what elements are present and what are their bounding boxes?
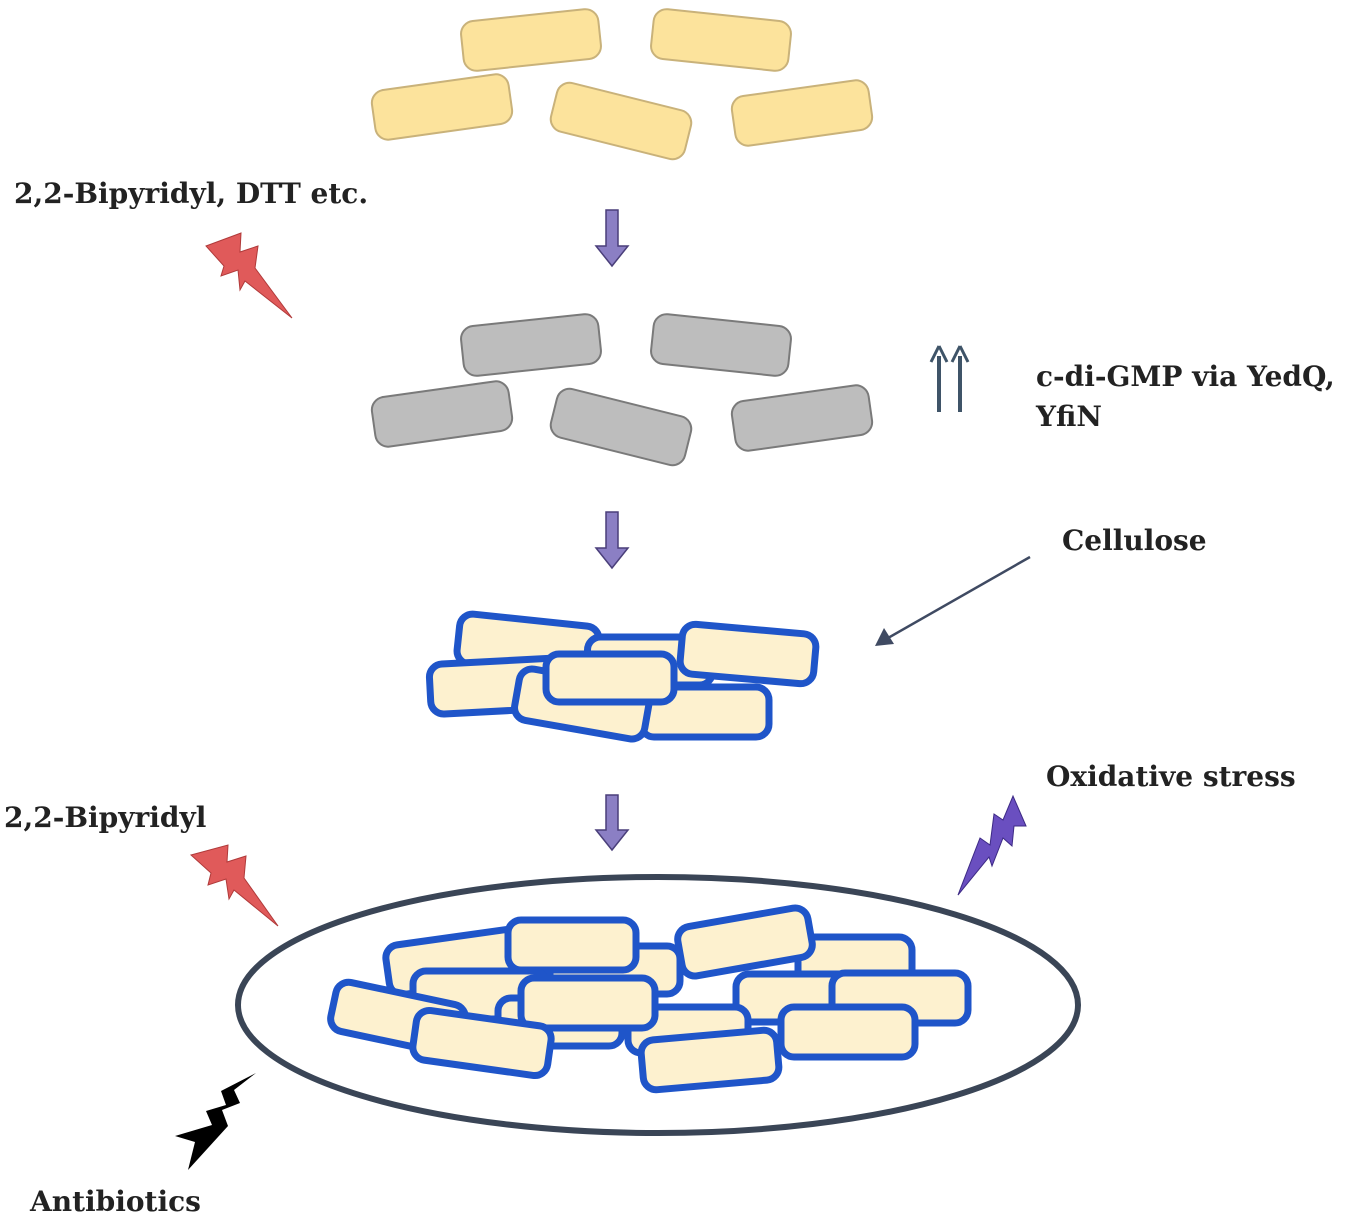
- flow-arrow-down: [594, 794, 630, 852]
- mature-biofilm-cells: [327, 904, 972, 1094]
- planktonic-cell: [370, 73, 514, 141]
- lightning-bolt-icon: [189, 844, 279, 927]
- biofilm-cell: [409, 1006, 555, 1080]
- planktonic-cell: [650, 8, 792, 72]
- planktonic-cell: [549, 81, 693, 161]
- planktonic-cells-group: [370, 8, 874, 161]
- planktonic-cell: [730, 79, 874, 147]
- stressed-cell: [460, 313, 602, 377]
- cellulose-coated-cell: [542, 650, 678, 706]
- stressed-cell: [650, 313, 792, 377]
- bipyridyl-label: 2,2-Bipyridyl: [4, 801, 206, 834]
- flow-arrow-down: [594, 209, 630, 268]
- biofilm-cell: [674, 904, 816, 980]
- cellulose-label: Cellulose: [1062, 524, 1207, 557]
- stressed-cells-group: [370, 313, 874, 467]
- lightning-bolt-icon: [957, 794, 1027, 896]
- stressed-cell: [370, 380, 514, 448]
- cdigmp-label-line2: YfiN: [1035, 400, 1102, 433]
- biofilm-cell: [637, 1026, 783, 1094]
- antibiotics-label: Antibiotics: [29, 1185, 201, 1218]
- cellulose-coated-cell: [676, 620, 820, 688]
- biofilm-cell: [504, 916, 640, 974]
- cellulose-cell-cluster: [425, 610, 820, 743]
- stress-label-top: 2,2-Bipyridyl, DTT etc.: [14, 177, 368, 210]
- biofilm-cell: [517, 974, 659, 1032]
- stressed-cell: [730, 384, 874, 452]
- oxidative-stress-label: Oxidative stress: [1046, 760, 1296, 793]
- planktonic-cell: [460, 8, 602, 72]
- lightning-bolt-icon: [175, 1073, 256, 1170]
- stressed-cell: [549, 387, 693, 467]
- flow-arrow-down: [594, 511, 630, 570]
- biofilm-cell: [777, 1003, 919, 1061]
- lightning-bolt-icon: [205, 232, 293, 319]
- double-up-arrow-icon: [929, 345, 970, 412]
- cellulose-pointer-arrow: [875, 555, 1031, 646]
- cdigmp-label-line1: c-di-GMP via YedQ,: [1036, 360, 1335, 393]
